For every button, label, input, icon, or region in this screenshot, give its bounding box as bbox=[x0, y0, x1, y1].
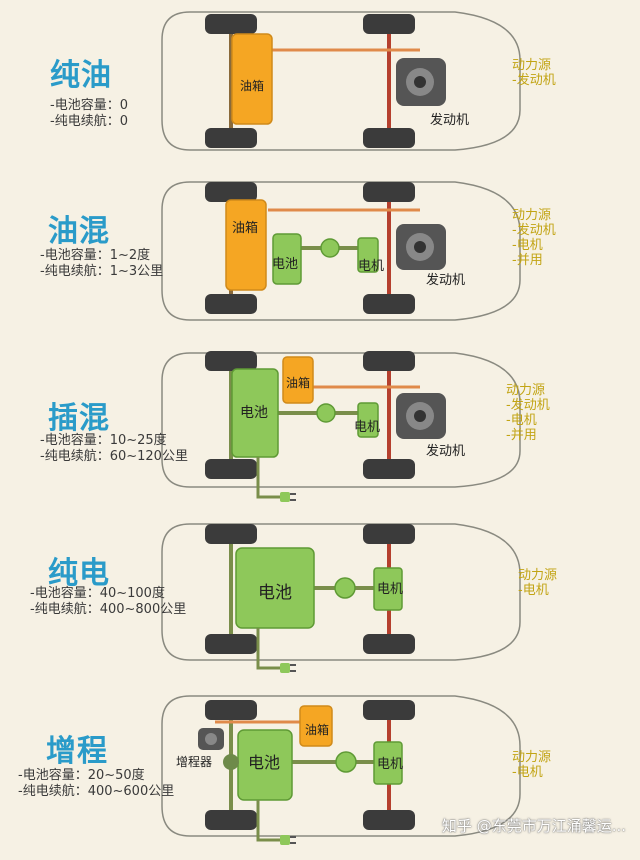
spec-line: -纯电续航：60~120公里 bbox=[40, 449, 188, 464]
power-line: 动力源 bbox=[512, 750, 552, 765]
panel-pure-electric: 电池 电机 纯电 -电池容量：40~100度 -纯电续航：400~800公里 动… bbox=[0, 518, 640, 688]
panel-mild-hybrid: 油箱 电池 电机 发动机 油混 -电池容量：1~2度 -纯电续航：1~3公里 动… bbox=[0, 172, 640, 342]
panel-pure-fuel: 油箱 发动机 纯油 -电池容量：0 -纯电续航：0 动力源 -发动机 bbox=[0, 0, 640, 170]
panel-title: 纯电 bbox=[48, 556, 110, 591]
power-line: 动力源 bbox=[512, 208, 552, 223]
tank-label: 油箱 bbox=[240, 78, 264, 93]
engine-label: 发动机 bbox=[430, 112, 469, 128]
battery-label: 电池 bbox=[240, 405, 268, 421]
power-line: -并用 bbox=[512, 253, 543, 268]
plug-icon bbox=[280, 492, 296, 502]
battery-label: 电池 bbox=[258, 583, 292, 603]
generator-icon bbox=[198, 728, 224, 750]
spec-line: -纯电续航：400~800公里 bbox=[30, 602, 187, 617]
car-diagram-pure-electric: 电池 电机 bbox=[161, 523, 521, 673]
car-diagram-range-extender: 电池 油箱 电机 增程器 bbox=[161, 695, 521, 845]
power-line: -电机 bbox=[518, 583, 549, 598]
panel-title: 插混 bbox=[48, 401, 110, 436]
power-line: -并用 bbox=[506, 428, 537, 443]
engine-icon bbox=[396, 58, 446, 106]
tank-label: 油箱 bbox=[232, 220, 258, 236]
car-diagram-plugin-hybrid: 油箱 电池 电机 发动机 bbox=[161, 351, 521, 502]
panel-title: 纯油 bbox=[50, 58, 112, 93]
engine-label: 发动机 bbox=[426, 443, 465, 459]
power-line: -发动机 bbox=[512, 223, 556, 238]
panel-title: 增程 bbox=[46, 734, 108, 769]
motor-label: 电机 bbox=[377, 582, 403, 597]
panel-range-extender: 电池 油箱 电机 增程器 增程 -电池容量：20~50度 -纯电续航：400~6… bbox=[0, 690, 640, 860]
panel-plugin-hybrid: 油箱 电池 电机 发动机 插混 -电池容量：10~25度 -纯电续航：60~12… bbox=[0, 345, 640, 515]
power-line: 动力源 bbox=[518, 568, 558, 583]
power-line: -电机 bbox=[506, 413, 537, 428]
spec-line: -电池容量：40~100度 bbox=[30, 586, 165, 601]
motor-label: 电机 bbox=[354, 420, 380, 435]
power-line: -电机 bbox=[512, 765, 543, 780]
panel-title: 油混 bbox=[48, 214, 110, 249]
plug-icon bbox=[280, 663, 296, 673]
engine-icon bbox=[396, 224, 446, 270]
spec-line: -电池容量：10~25度 bbox=[40, 433, 167, 448]
spec-line: -电池容量：20~50度 bbox=[18, 768, 145, 783]
power-line: -电机 bbox=[512, 238, 543, 253]
spec-line: -纯电续航：400~600公里 bbox=[18, 784, 175, 799]
car-diagram-pure-fuel: 油箱 发动机 bbox=[161, 11, 521, 151]
spec-line: -电池容量：1~2度 bbox=[40, 248, 151, 263]
power-line: -发动机 bbox=[512, 73, 556, 88]
generator-label: 增程器 bbox=[176, 754, 212, 769]
engine-icon bbox=[396, 393, 446, 439]
car-diagram-mild-hybrid: 油箱 电池 电机 发动机 bbox=[161, 181, 521, 321]
watermark: 知乎 @东莞市万江涌馨运... bbox=[441, 817, 626, 835]
power-line: 动力源 bbox=[506, 383, 546, 398]
tank-label: 油箱 bbox=[286, 375, 310, 390]
spec-line: -纯电续航：1~3公里 bbox=[40, 264, 164, 279]
motor-label: 电机 bbox=[377, 757, 403, 772]
power-line: -发动机 bbox=[506, 398, 550, 413]
motor-label: 电机 bbox=[358, 259, 384, 274]
battery-label: 电池 bbox=[272, 257, 298, 272]
plug-icon bbox=[280, 835, 296, 845]
spec-line: -电池容量：0 bbox=[50, 98, 128, 113]
spec-line: -纯电续航：0 bbox=[50, 114, 128, 129]
engine-label: 发动机 bbox=[426, 272, 465, 288]
power-line: 动力源 bbox=[512, 58, 552, 73]
battery-label: 电池 bbox=[248, 753, 280, 772]
tank-label: 油箱 bbox=[305, 722, 329, 737]
